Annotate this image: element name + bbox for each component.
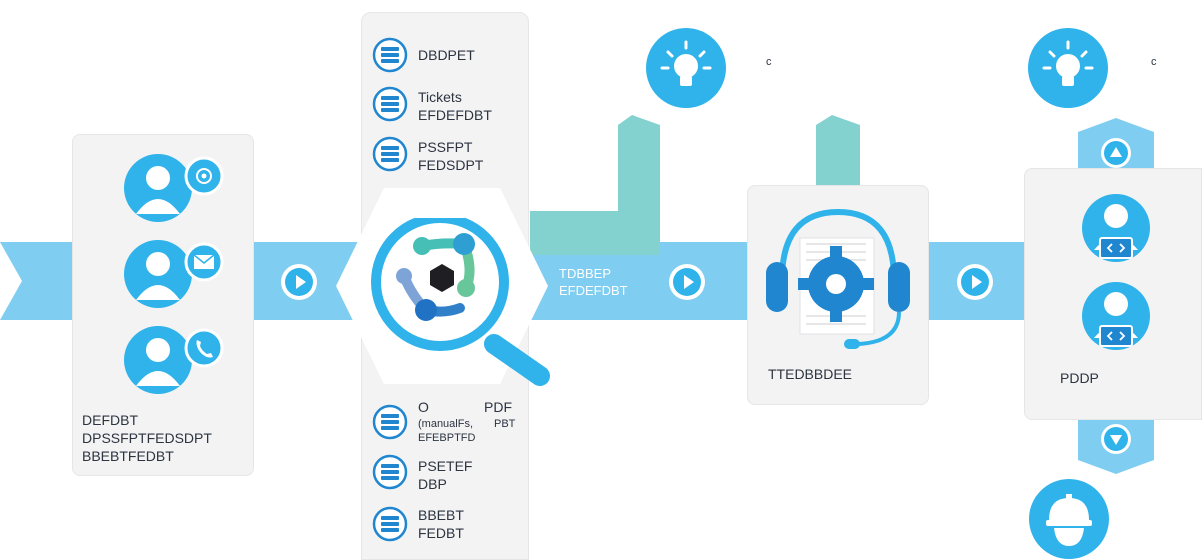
user-avatar-phone (124, 326, 224, 394)
server-icon (372, 37, 408, 73)
flow-band-2 (530, 242, 748, 320)
support-label: TTEDBBDEE (768, 366, 853, 382)
flow-band-notch (0, 242, 22, 320)
server-icon (372, 454, 408, 490)
server-icon (372, 86, 408, 122)
source-label: BBEBT (418, 507, 464, 523)
scroll-down-button[interactable] (1101, 424, 1131, 454)
source-label: EFDEFDBT (418, 107, 492, 123)
lightbulb-icon (1042, 40, 1094, 86)
user-avatar-settings (124, 154, 224, 222)
play-button-2[interactable] (669, 264, 705, 300)
play-button-1[interactable] (281, 264, 317, 300)
agents-label: PDDP (1060, 370, 1099, 386)
source-label: DBP (418, 476, 447, 492)
play-button-3[interactable] (957, 264, 993, 300)
source-label: O (418, 399, 429, 415)
teal-connector-2 (816, 115, 860, 187)
connector-label-1: TDBBEP (559, 266, 612, 281)
settings-icon (196, 168, 212, 184)
source-label: PBT (494, 418, 516, 430)
connector-label-2: EFDEFDBT (559, 283, 628, 298)
scroll-up-button[interactable] (1101, 138, 1131, 168)
server-icon (372, 506, 408, 542)
agent-avatar-2 (1082, 282, 1150, 350)
channels-label-3: BBEBTFEDBT (82, 448, 174, 464)
source-label: DBDPET (418, 47, 475, 63)
teal-connector-1 (530, 115, 660, 255)
molecule-logo-icon (396, 233, 475, 321)
source-label: EFEBPTFD (418, 432, 476, 444)
engineer-hardhat-icon (1029, 479, 1109, 559)
lightbulb-icon (660, 40, 712, 86)
phone-icon (196, 340, 213, 358)
agent-avatar-1 (1082, 194, 1150, 262)
arrow-down-glyph (1110, 435, 1122, 445)
bulb-label-1: c (766, 56, 772, 68)
source-label: Tickets (418, 89, 462, 105)
source-label: FEDBT (418, 525, 464, 541)
server-icon (372, 404, 408, 440)
mail-icon (193, 254, 215, 269)
source-label: PDF (484, 399, 512, 415)
source-label: (manualFs, (418, 418, 474, 430)
server-icon (372, 136, 408, 172)
bulb-label-2: c (1151, 56, 1157, 68)
lightbulb-badge-1 (646, 28, 726, 108)
source-label: FEDSDPT (418, 157, 484, 173)
gear-icon (798, 246, 874, 322)
channels-label-2: DPSSFPTFEDSDPT (82, 430, 212, 446)
channels-label-1: DEFDBT (82, 412, 138, 428)
user-avatar-mail (124, 240, 224, 308)
source-label: PSETEF (418, 458, 473, 474)
arrow-up-glyph (1110, 147, 1122, 157)
support-headset-icon (766, 208, 910, 349)
search-magnifier-icon (371, 218, 550, 386)
lightbulb-badge-2 (1028, 28, 1108, 108)
source-label: PSSFPT (418, 139, 473, 155)
